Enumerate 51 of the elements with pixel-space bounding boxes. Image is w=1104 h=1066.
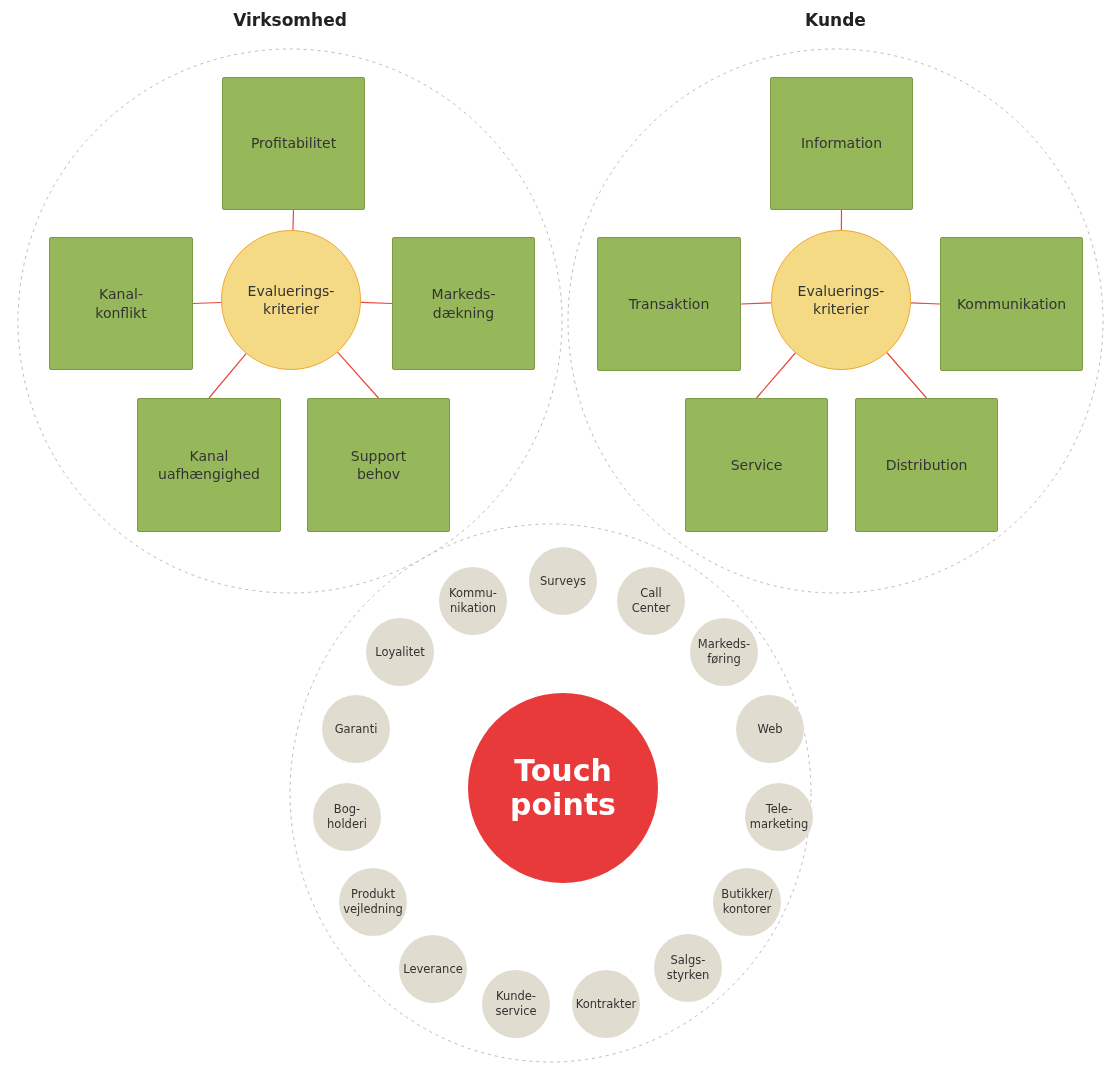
node-label: Surveys [540,573,586,589]
node-label: Produkt vejledning [343,887,403,917]
group-heading: Kunde [804,10,867,30]
node-label: Kommu- nikation [449,586,497,616]
criterion-box [855,398,998,532]
connector-line [208,353,247,399]
node-label: Leverance [403,961,463,977]
node-label: Kommunikation [956,294,1067,314]
node-label: Kanal uafhængighed [158,446,260,484]
node-label: Tele- marketing [749,802,809,832]
node-label: Call Center [631,586,671,616]
node-label: Markeds- føring [697,637,751,667]
node-label: Markeds- dækning [431,285,496,322]
connector-line [910,302,941,305]
node-label: Evaluerings- kriterier [797,281,885,319]
connector-line [360,301,393,305]
criterion-box [940,237,1083,371]
criterion-box [49,237,193,370]
criterion-box [222,77,365,210]
criterion-box [137,398,281,532]
node-label: Evaluerings- kriterier [247,281,335,319]
connector-line [886,352,928,399]
connector-line [755,352,796,399]
hub-title: Touch points [510,753,616,823]
node-label: Kanal- konflikt [95,285,147,322]
node-label: Support behov [350,446,407,484]
node-label: Loyalitet [375,644,425,660]
connector-line [337,351,380,399]
node-label: Distribution [885,455,968,475]
node-label: Bog- holderi [327,802,367,832]
criterion-box [392,237,535,370]
touchpoint-circle [745,783,813,851]
node-label: Information [800,134,882,153]
criterion-box [307,398,450,532]
node-label: Kunde- service [495,989,537,1019]
connector-line [292,209,295,231]
node-label: Profitabilitet [250,134,337,153]
connector-line [740,302,772,305]
criterion-box [597,237,741,371]
node-label: Service [730,455,783,475]
node-label: Garanti [334,721,378,737]
group-heading: Virksomhed [232,10,348,30]
node-label: Salgs- styrken [666,953,710,983]
connector-line [840,209,843,231]
connector-line [192,301,222,305]
node-label: Transaktion [628,294,710,314]
node-label: Web [757,721,783,737]
node-label: Kontrakter [575,996,637,1012]
node-label: Butikker/ kontorer [721,887,773,917]
criterion-box [770,77,913,210]
criterion-box [685,398,828,532]
